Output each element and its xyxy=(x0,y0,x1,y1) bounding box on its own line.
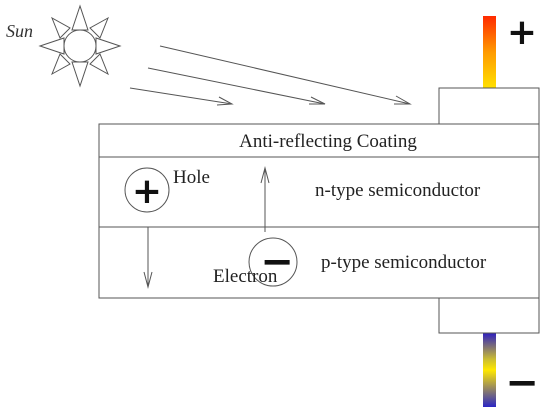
sun-label: Sun xyxy=(6,21,33,41)
n-type-label: n-type semiconductor xyxy=(315,180,481,201)
p-type-layer xyxy=(98,226,540,299)
hole-label: Hole xyxy=(173,167,210,188)
light-rays xyxy=(129,45,412,106)
p-type-label: p-type semiconductor xyxy=(321,252,487,273)
negative-terminal xyxy=(483,333,496,407)
negative-terminal-symbol: − xyxy=(505,360,539,406)
positive-terminal xyxy=(483,16,496,88)
electron-symbol: − xyxy=(260,239,294,285)
electron-circle xyxy=(248,237,298,287)
bottom-electrode xyxy=(438,297,540,334)
coating-layer xyxy=(98,123,540,158)
top-electrode xyxy=(438,87,540,125)
sun-icon xyxy=(38,4,122,88)
hole-arrow xyxy=(143,227,153,289)
n-type-layer xyxy=(98,156,540,228)
hole-circle xyxy=(124,167,170,213)
electron-arrow xyxy=(260,166,270,232)
coating-label: Anti-reflecting Coating xyxy=(239,131,417,152)
electron-label: Electron xyxy=(213,266,278,287)
hole-symbol: + xyxy=(132,171,162,212)
positive-terminal-symbol: + xyxy=(507,12,537,53)
